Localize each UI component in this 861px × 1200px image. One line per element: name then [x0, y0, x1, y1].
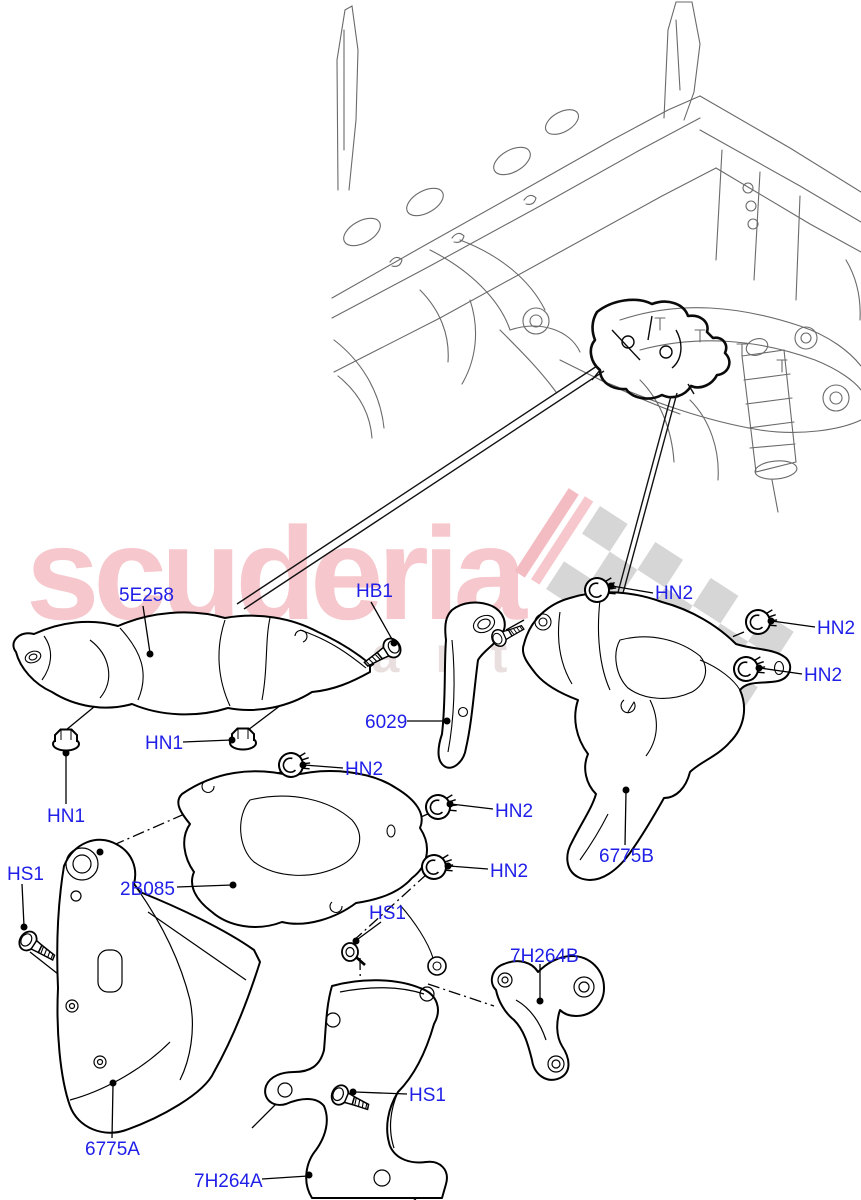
- callout-7h264b: 7H264B: [510, 946, 579, 967]
- callout-hn2-5: HN2: [495, 801, 534, 822]
- callout-hn2-2: HN2: [817, 618, 856, 639]
- callout-hn1-1: HN1: [145, 733, 184, 754]
- callout-hn1-2: HN1: [47, 806, 86, 827]
- callout-6775b: 6775B: [599, 846, 654, 867]
- stud-washer-icon: [341, 942, 366, 966]
- part-7h264b-bracket: [490, 955, 605, 1081]
- hn2-push-nut-icon: [422, 789, 461, 823]
- callout-2b085: 2B085: [120, 879, 175, 900]
- callout-hs1-2: HS1: [369, 903, 406, 924]
- callout-hn2-1: HN2: [655, 583, 694, 604]
- hs1-screw-icon: [14, 927, 61, 968]
- callout-hs1-3: HS1: [409, 1085, 446, 1106]
- part-2b085-heat-shield: [177, 770, 447, 976]
- part-6775b-heat-shield: [522, 591, 792, 881]
- callout-leader-lines: [20, 582, 816, 1180]
- callout-6029: 6029: [365, 712, 408, 733]
- callout-hn2-3: HN2: [804, 665, 843, 686]
- hn1-flange-nut-icon: [52, 728, 80, 752]
- part-5e258-heat-shield: [12, 611, 371, 716]
- part-6775a-heat-shield: [56, 838, 261, 1134]
- callout-5e258: 5E258: [119, 585, 174, 606]
- location-leader-lines: [236, 365, 678, 610]
- part-7h264a-bracket: [264, 979, 448, 1199]
- callout-hn2-4: HN2: [345, 759, 384, 780]
- callout-hn2-6: HN2: [490, 861, 529, 882]
- shock-absorber-sketch: [741, 338, 798, 513]
- highlighted-part-location: [589, 298, 731, 400]
- part-6029-bracket: [437, 601, 506, 769]
- exploded-parts: [12, 591, 792, 1199]
- callout-6775a: 6775A: [85, 1139, 140, 1160]
- callout-hb1: HB1: [356, 581, 393, 602]
- vehicle-illustration: [331, 1, 861, 513]
- callout-hs1-1: HS1: [7, 864, 44, 885]
- callout-7h264a: 7H264A: [194, 1171, 263, 1192]
- fasteners: [14, 572, 781, 1118]
